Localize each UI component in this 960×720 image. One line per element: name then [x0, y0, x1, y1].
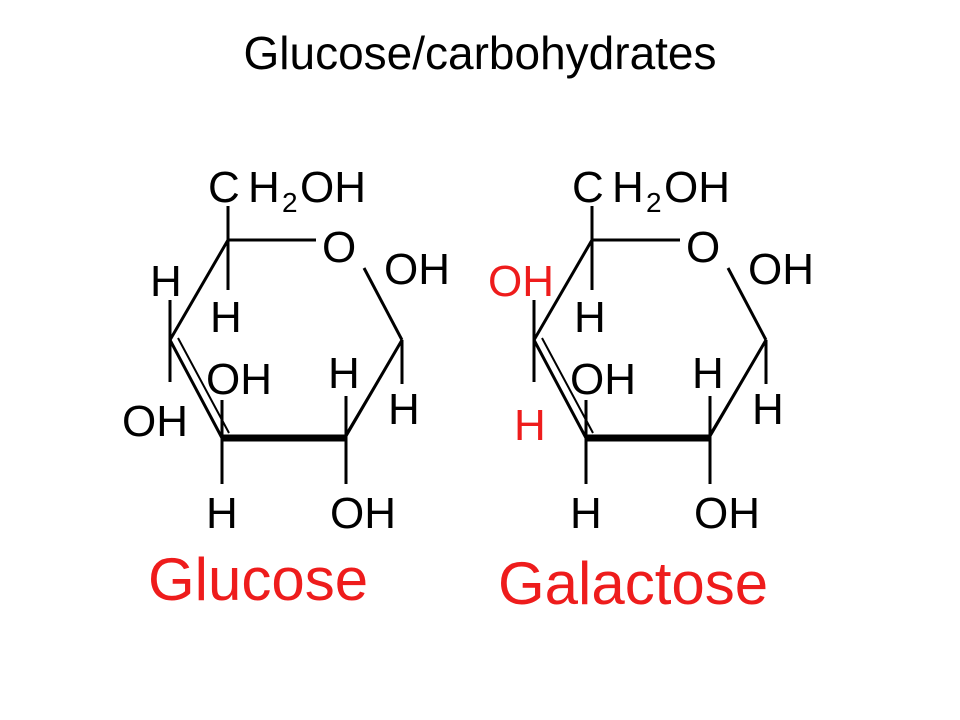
- glucose-c2-bottom-label: OH: [330, 489, 396, 538]
- glucose-caption: Glucose: [148, 546, 368, 613]
- galactose-ch2oh-subscript: 2: [646, 187, 662, 218]
- glucose-ch2oh-c: C: [208, 163, 240, 212]
- glucose-c2-top-label: H: [328, 349, 360, 398]
- galactose-c2-bottom-label: OH: [694, 489, 760, 538]
- glucose-ring-oxygen: O: [322, 223, 356, 272]
- glucose-ch2oh-subscript: 2: [282, 187, 298, 218]
- glucose-c4-bottom-label: OH: [122, 397, 188, 446]
- glucose-c4-top-label: H: [150, 257, 182, 306]
- galactose-ring-oxygen: O: [686, 223, 720, 272]
- galactose-c2-top-label: H: [692, 349, 724, 398]
- galactose-substituent-bonds: [532, 206, 768, 484]
- galactose-c3-top-label: OH: [570, 355, 636, 404]
- glucose-ch2oh-h: H: [248, 163, 280, 212]
- galactose-caption: Galactose: [498, 550, 768, 617]
- galactose-c3-bottom-label: H: [570, 489, 602, 538]
- glucose-c3-top-label: OH: [206, 355, 272, 404]
- galactose-structure: C H 2 OH O OH H H OH OH H OH H H Galacto…: [488, 163, 814, 617]
- galactose-ch2oh-c: C: [572, 163, 604, 212]
- galactose-c5-bottom-label: H: [574, 293, 606, 342]
- glucose-c1-bottom-label: H: [388, 385, 420, 434]
- glucose-substituent-bonds: [168, 206, 404, 484]
- glucose-c1-top-label: OH: [384, 245, 450, 294]
- galactose-ch2oh-h: H: [612, 163, 644, 212]
- slide-title: Glucose/carbohydrates: [243, 27, 717, 79]
- glucose-c5-bottom-label: H: [210, 293, 242, 342]
- glucose-ring-bonds: [168, 238, 404, 442]
- galactose-ch2oh-oh: OH: [664, 163, 730, 212]
- galactose-c4-bottom-label: H: [514, 401, 546, 450]
- galactose-ring-bonds: [532, 238, 768, 442]
- glucose-ch2oh-oh: OH: [300, 163, 366, 212]
- glucose-structure: C H 2 OH O OH H H OH OH H H OH H Glucose: [122, 163, 450, 613]
- glucose-c3-bottom-label: H: [206, 489, 238, 538]
- galactose-c1-bottom-label: H: [752, 385, 784, 434]
- galactose-c1-top-label: OH: [748, 245, 814, 294]
- galactose-c4-top-label: OH: [488, 257, 554, 306]
